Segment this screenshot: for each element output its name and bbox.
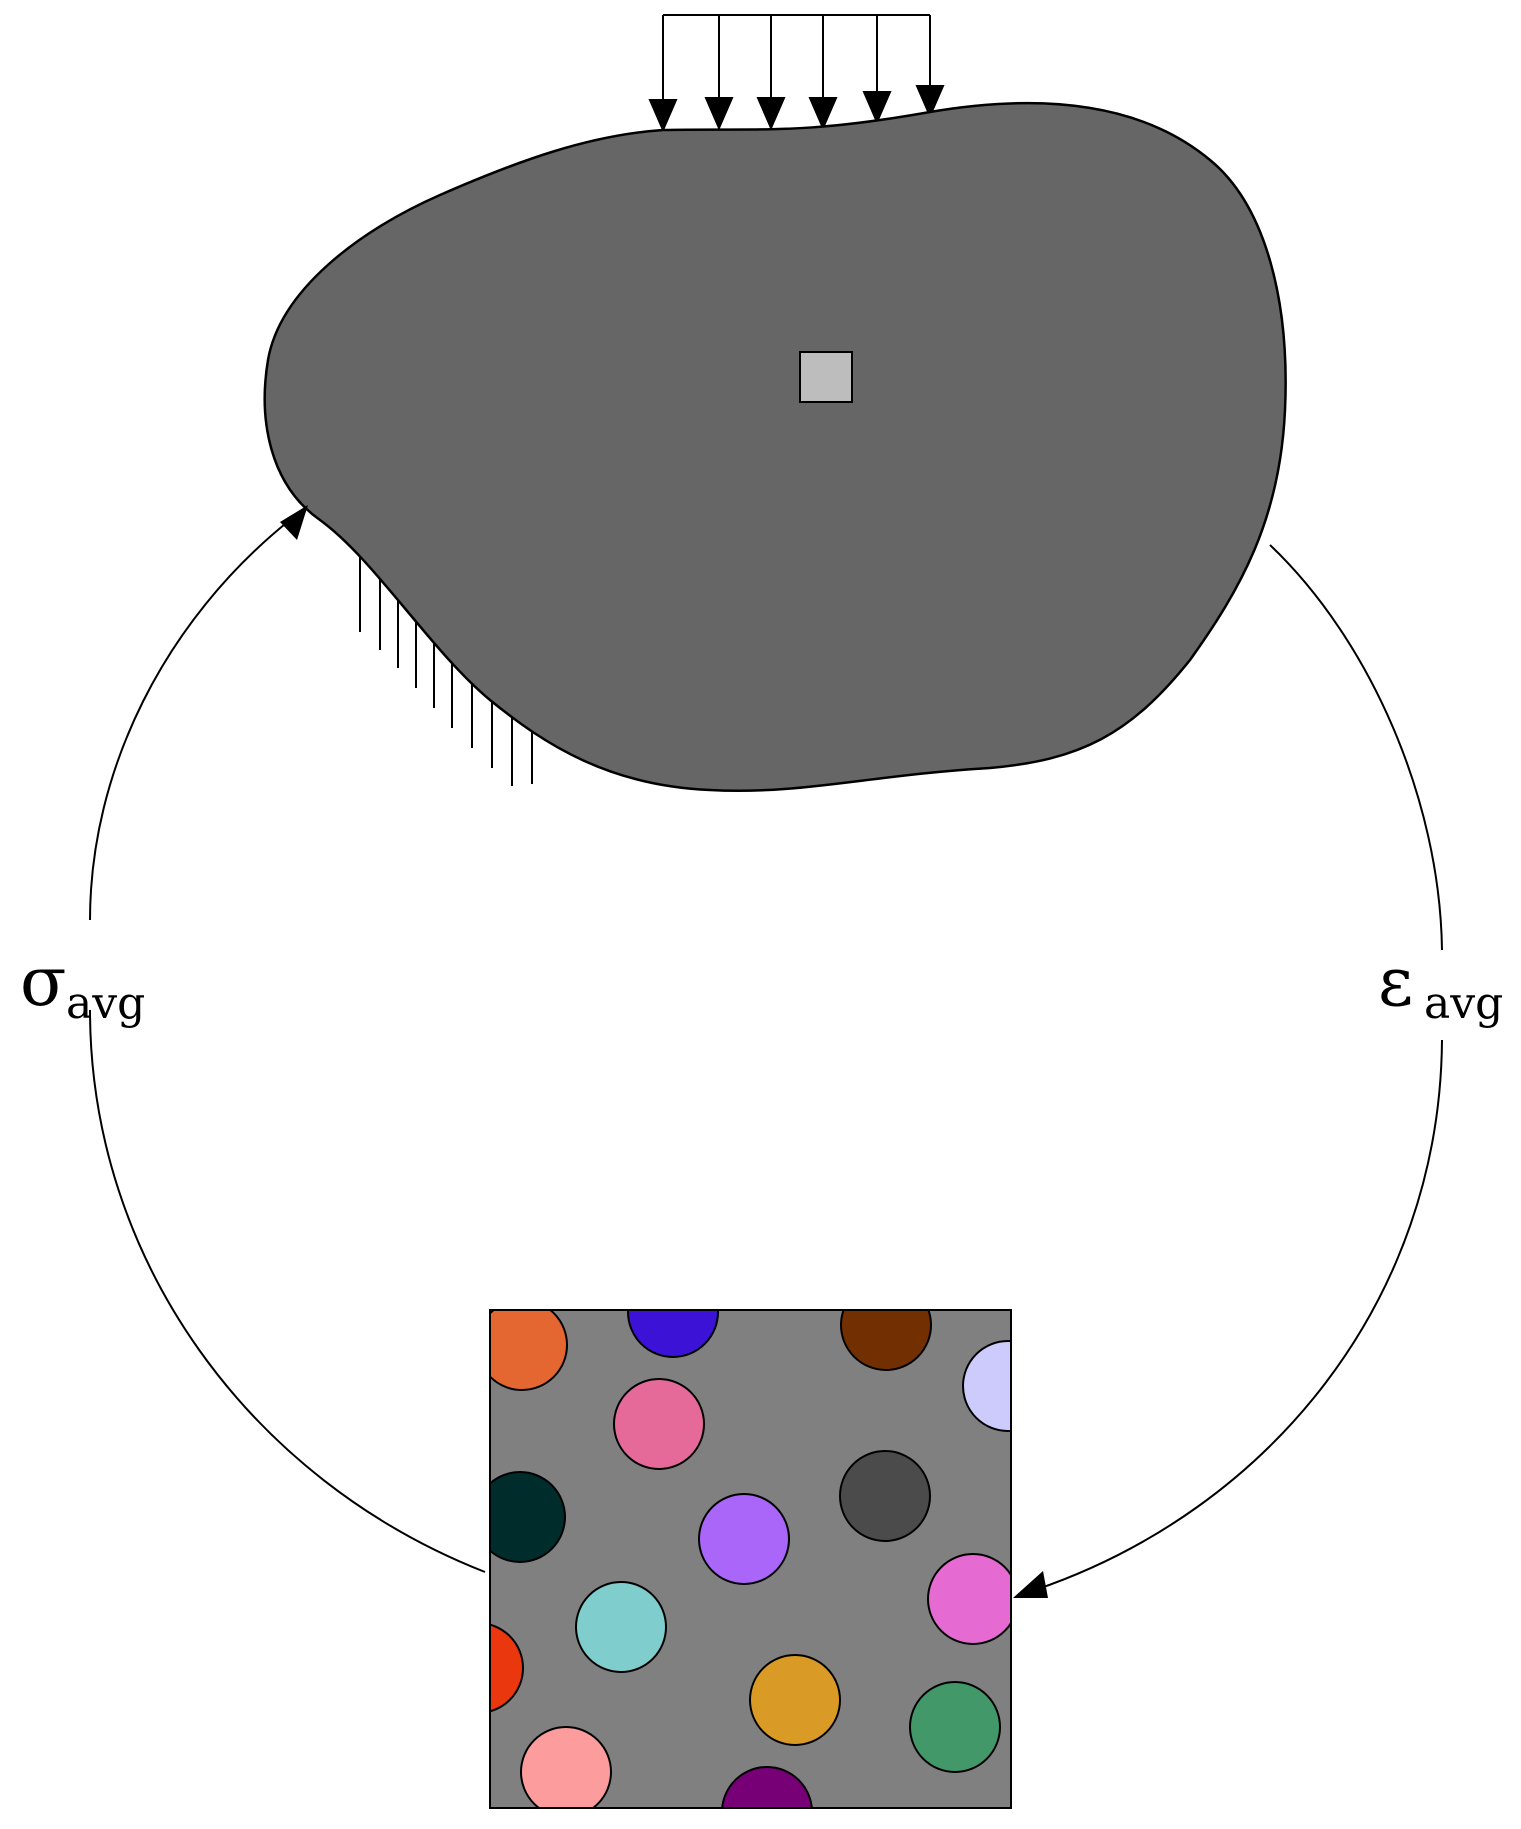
particle-green: [909, 1681, 1001, 1773]
stress-symbol: σ: [20, 943, 66, 1022]
load-arrow: [915, 15, 945, 119]
strain-arrowhead: [1013, 1571, 1048, 1598]
particle-brown: [840, 1310, 932, 1371]
strain-subscript: avg: [1424, 978, 1503, 1029]
rve-particles: [490, 1310, 1011, 1808]
particle-dark-gray: [839, 1450, 931, 1542]
strain-transfer-arc: [1269, 544, 1443, 951]
particle-magenta: [927, 1553, 1011, 1645]
load-arrow: [648, 15, 678, 133]
particle-salmon: [520, 1726, 612, 1808]
load-arrow: [704, 15, 734, 131]
particle-plum: [721, 1766, 813, 1808]
particle-purple: [698, 1493, 790, 1585]
strain-transfer-arc-lower: [1034, 1039, 1443, 1591]
load-arrow: [862, 15, 892, 125]
load-arrow: [756, 15, 786, 131]
particle-blue: [627, 1310, 719, 1358]
particle-gold: [749, 1654, 841, 1746]
stress-transfer-arc: [89, 1009, 486, 1573]
particle-pink: [613, 1378, 705, 1470]
stress-subscript: avg: [66, 978, 145, 1029]
strain-symbol: ε: [1378, 943, 1413, 1022]
strain-label: ε avg: [1378, 943, 1503, 1029]
stress-transfer-arc-upper: [89, 519, 291, 921]
particle-dark-teal: [490, 1471, 566, 1563]
particle-aqua: [575, 1581, 667, 1673]
stress-arrowhead: [280, 505, 308, 540]
particle-lavender: [962, 1340, 1011, 1432]
applied-load-arrows: [648, 14, 945, 133]
representative-volume-element: [489, 1309, 1012, 1809]
stress-label: σ avg: [20, 943, 145, 1029]
macroscale-body: [263, 101, 1287, 793]
particle-red: [490, 1623, 524, 1713]
load-arrow: [808, 15, 838, 131]
rve-border: [489, 1309, 1012, 1809]
particle-orange: [490, 1310, 568, 1391]
material-point-element: [799, 351, 853, 403]
